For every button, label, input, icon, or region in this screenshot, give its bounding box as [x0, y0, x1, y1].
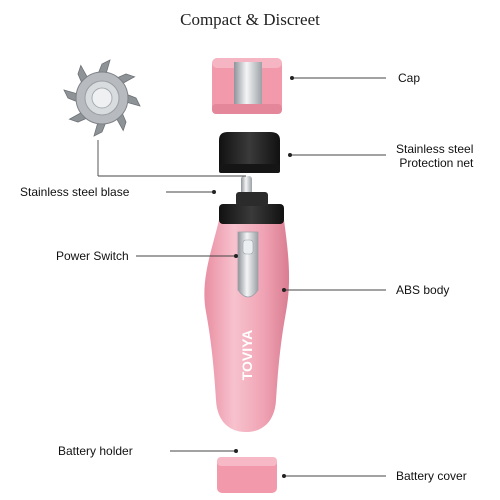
leader-dots [212, 76, 294, 478]
label-battery-holder: Battery holder [58, 444, 133, 458]
body-icon: TOVIYA [204, 192, 290, 432]
label-power-switch: Power Switch [56, 249, 129, 263]
label-cap: Cap [398, 71, 421, 85]
battery-cover-icon [217, 457, 277, 493]
leader-lines [97, 77, 386, 477]
brand-text: TOVIYA [239, 330, 255, 381]
protection-net-icon [219, 132, 280, 173]
label-abs-body: ABS body [396, 283, 450, 297]
label-blade: Stainless steel blase [20, 185, 130, 199]
label-battery-cover: Battery cover [396, 469, 467, 483]
cap-icon [212, 58, 282, 114]
label-protection-net: Stainless steel Protection net [396, 142, 474, 170]
diagram-title: Compact & Discreet [180, 10, 320, 29]
blade-wheel-icon [63, 59, 141, 137]
